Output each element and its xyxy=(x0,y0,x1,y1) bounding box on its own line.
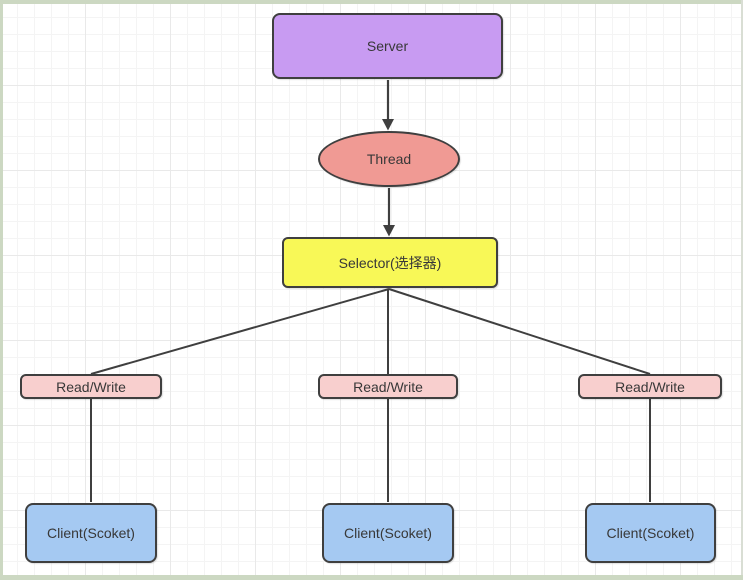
node-client-1-label: Client(Scoket) xyxy=(47,525,135,541)
node-read-write-3[interactable]: Read/Write xyxy=(578,374,722,399)
node-thread[interactable]: Thread xyxy=(318,131,460,187)
edge-selector-readwrite-1 xyxy=(90,288,390,375)
edge-selector-readwrite-3 xyxy=(388,288,651,375)
node-read-write-2[interactable]: Read/Write xyxy=(318,374,458,399)
node-client-2[interactable]: Client(Scoket) xyxy=(322,503,454,563)
canvas-edge-bottom xyxy=(0,575,743,580)
node-selector-label: Selector(选择器) xyxy=(338,254,442,271)
node-read-write-1[interactable]: Read/Write xyxy=(20,374,162,399)
node-thread-label: Thread xyxy=(366,151,412,167)
arrowhead-thread-selector xyxy=(383,225,395,237)
node-read-write-2-label: Read/Write xyxy=(353,378,423,395)
canvas-edge-top xyxy=(0,0,743,4)
canvas-edge-right xyxy=(741,0,743,580)
node-read-write-3-label: Read/Write xyxy=(615,378,685,395)
node-read-write-1-label: Read/Write xyxy=(56,378,126,395)
node-client-2-label: Client(Scoket) xyxy=(344,525,432,541)
node-selector[interactable]: Selector(选择器) xyxy=(282,237,498,288)
arrowhead-server-thread xyxy=(382,119,394,131)
node-client-3[interactable]: Client(Scoket) xyxy=(585,503,716,563)
node-server-label: Server xyxy=(366,38,409,54)
canvas-edge-left xyxy=(0,0,3,580)
node-client-1[interactable]: Client(Scoket) xyxy=(25,503,157,563)
node-client-3-label: Client(Scoket) xyxy=(606,525,695,541)
node-server[interactable]: Server xyxy=(272,13,503,79)
